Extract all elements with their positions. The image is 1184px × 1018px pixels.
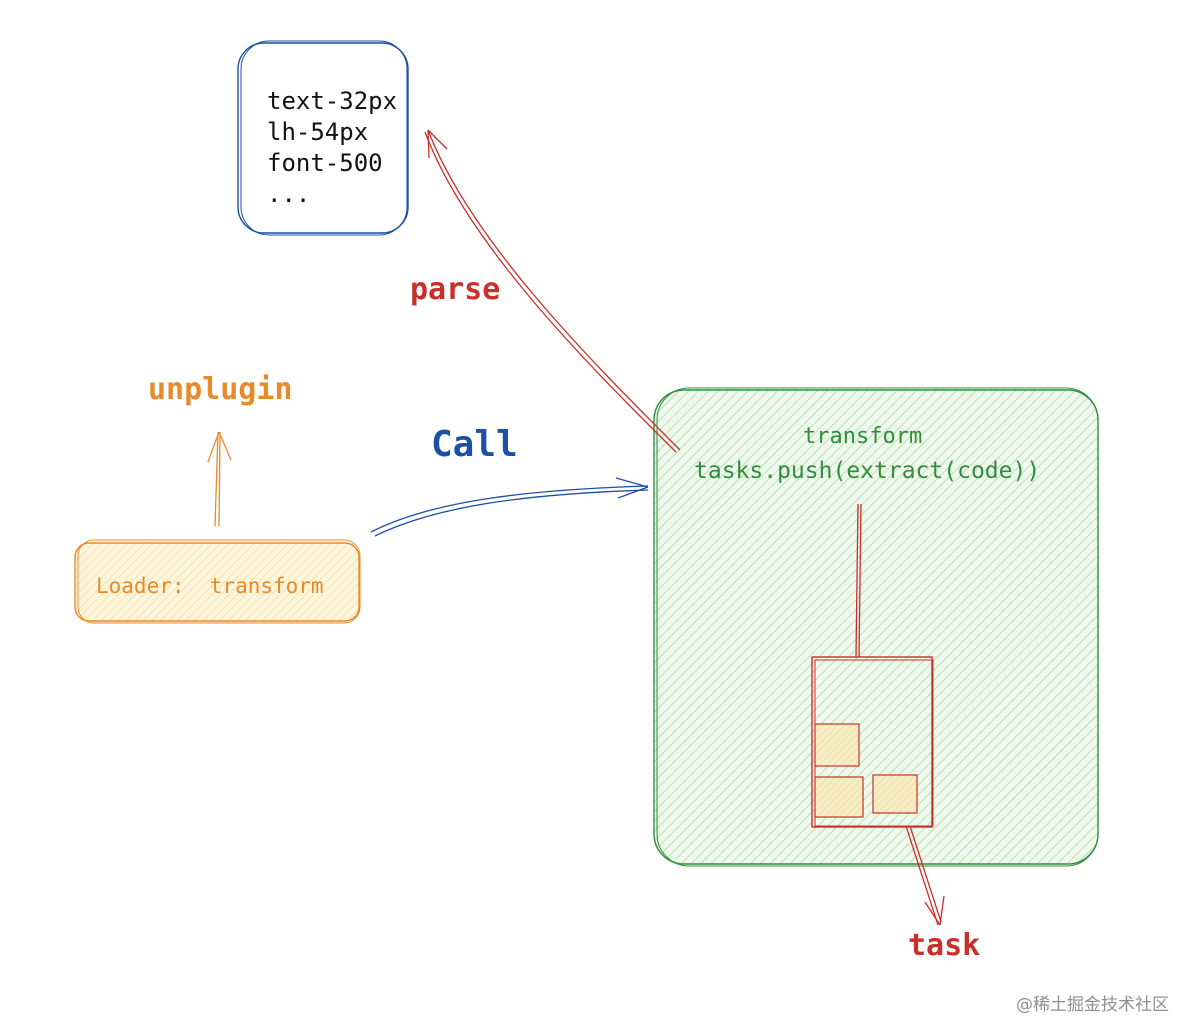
css-class-line: ... (267, 180, 311, 208)
task-item (872, 774, 918, 814)
call-arrow (370, 477, 649, 537)
task-item (814, 776, 864, 818)
css-classes-box (237, 40, 409, 236)
transform-title: transform (803, 424, 923, 449)
unplugin-label: unplugin (148, 372, 293, 407)
loader-label: Loader: transform (96, 574, 324, 598)
css-class-line: text-32px (267, 87, 398, 115)
call-label: Call (431, 424, 518, 465)
parse-arrow (424, 129, 681, 453)
watermark: @稀土掘金技术社区 (1016, 995, 1169, 1015)
transform-box (653, 387, 1099, 867)
extract-line (855, 503, 862, 658)
css-class-line: font-500 (267, 149, 383, 177)
unplugin-arrow (207, 431, 232, 527)
parse-label: parse (410, 272, 501, 307)
transform-code: tasks.push(extract(code)) (694, 458, 1041, 484)
loader-box (74, 539, 361, 624)
task-label: task (908, 928, 981, 963)
task-item (814, 723, 860, 767)
task-arrow (905, 825, 945, 926)
css-class-line: lh-54px (267, 118, 369, 146)
